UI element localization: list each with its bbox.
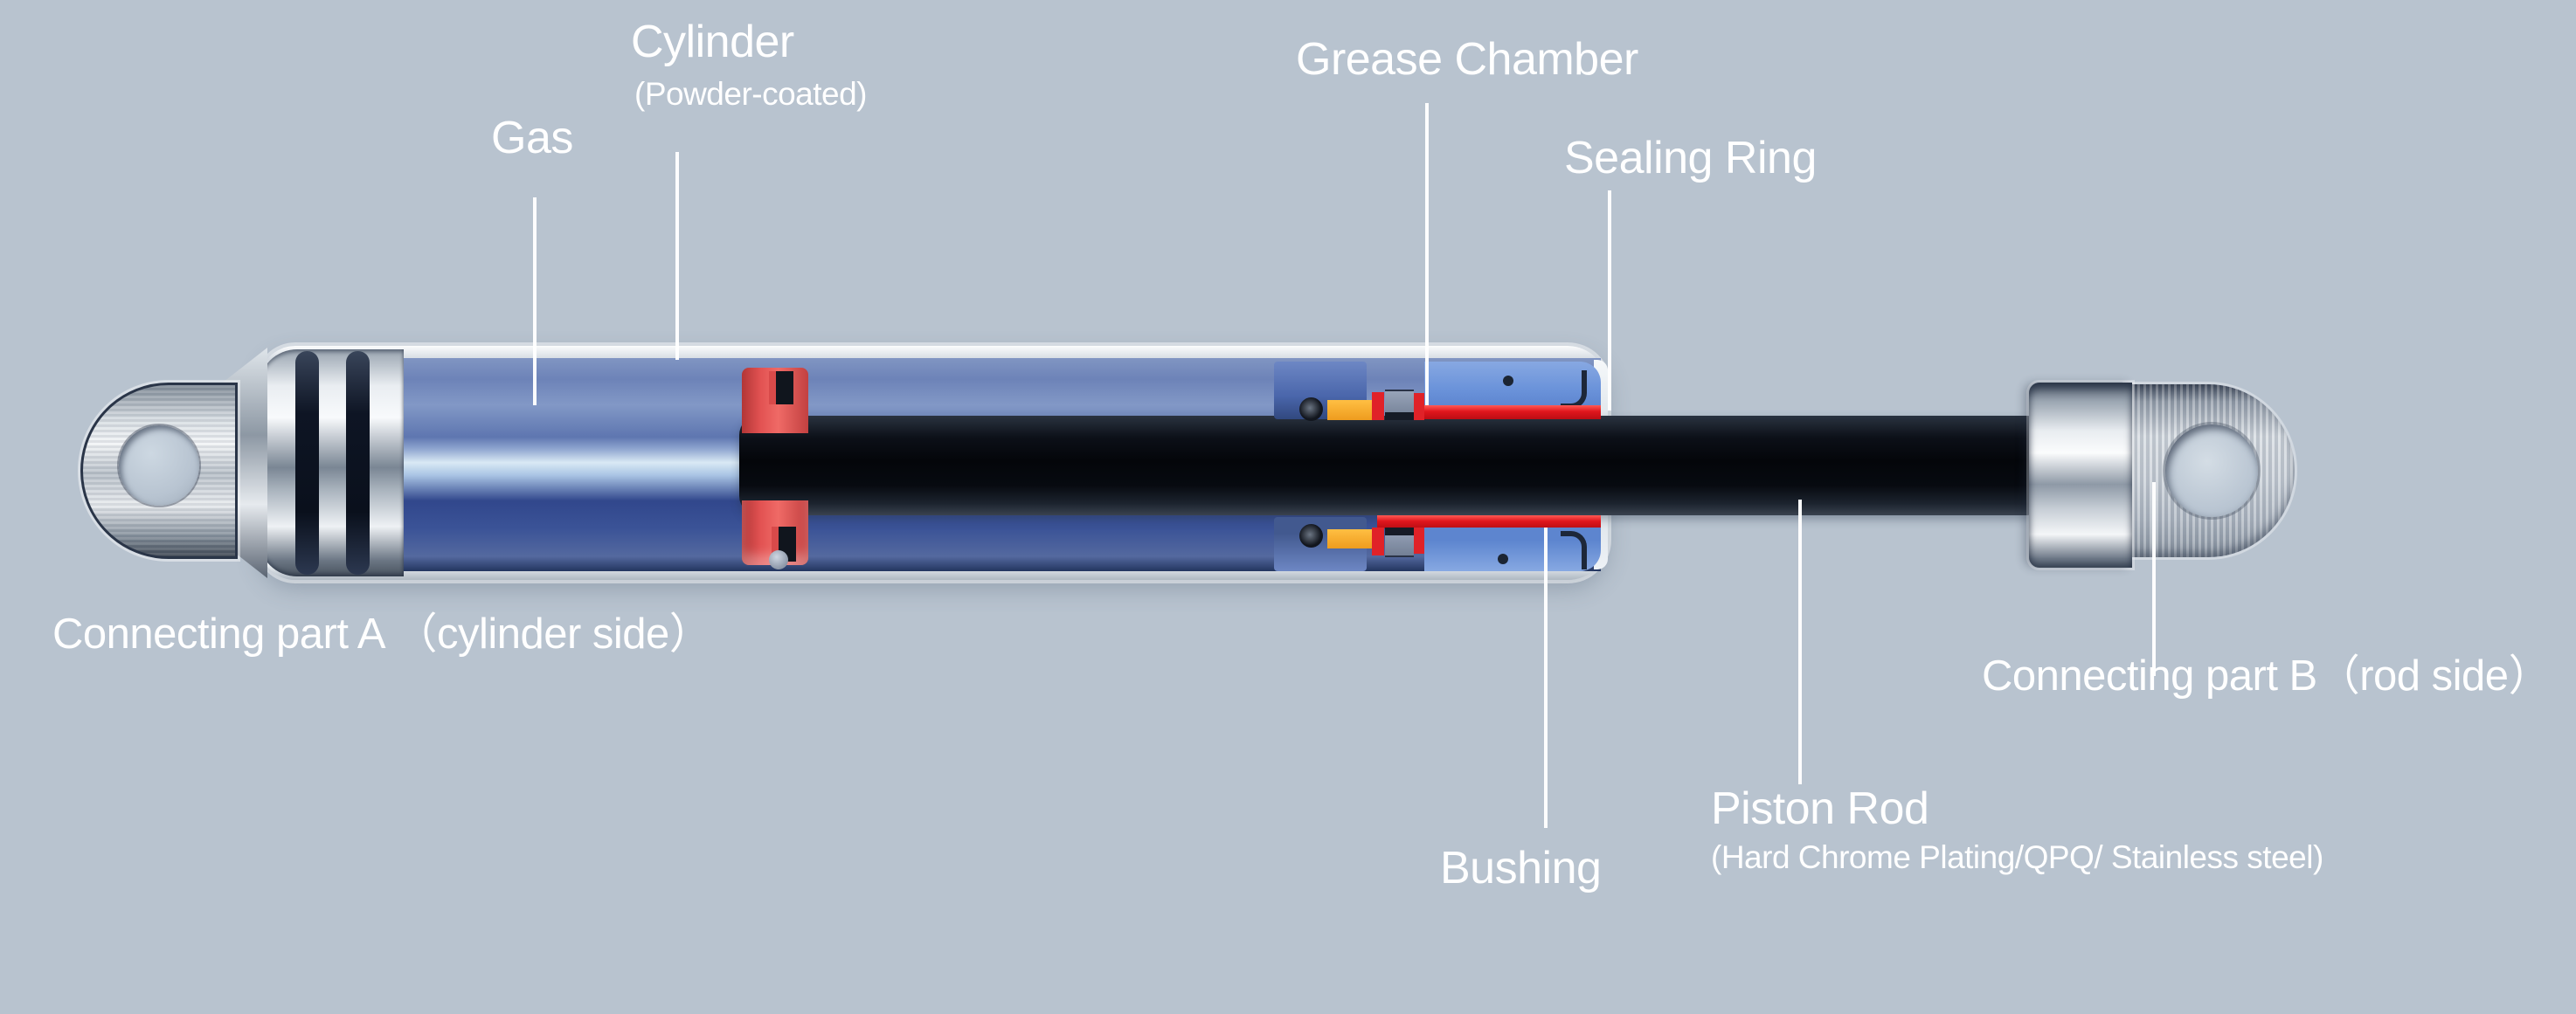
bushing-pin-lower	[1498, 554, 1508, 564]
end-cap-groove-1	[295, 351, 319, 575]
connecting-part-b-leader-line	[2152, 482, 2156, 676]
seal-cap-upper	[1372, 392, 1384, 420]
rod-collar	[2029, 383, 2132, 568]
seal-bar-lower	[1414, 528, 1424, 554]
grease-chamber-upper	[1327, 400, 1376, 420]
bushing-label: Bushing	[1440, 843, 1602, 893]
seal-carrier-upper	[1385, 390, 1414, 420]
piston-rod-leader-line	[1798, 500, 1802, 784]
retainer-hook-upper	[1561, 370, 1587, 409]
sealing-ring-leader-line	[1608, 190, 1611, 410]
cylinder-leader-line	[675, 152, 679, 360]
rod-seal-upper	[1424, 405, 1601, 419]
seal-bar-upper	[1414, 393, 1424, 420]
end-cap-groove-2	[346, 351, 370, 575]
oring-lower-1	[1299, 524, 1323, 548]
seal-cap-lower	[1372, 528, 1384, 555]
seal-carrier-lower	[1385, 528, 1414, 557]
piston-oring-slot-top	[769, 371, 793, 404]
sealing-ring-label: Sealing Ring	[1564, 133, 1817, 183]
eyelet-b-hole	[2165, 424, 2258, 517]
end-cap	[259, 349, 404, 576]
oring-upper-1	[1299, 397, 1323, 421]
rod-seal-lower	[1377, 515, 1601, 528]
connecting-part-b-label: Connecting part B（rod side）	[1982, 652, 2552, 700]
eyelet-a-hole	[119, 425, 199, 506]
piston-rod	[739, 416, 2039, 515]
piston-seal-stripe	[769, 371, 776, 404]
cylinder-sublabel: (Powder-coated)	[634, 76, 868, 112]
grease-chamber-label: Grease Chamber	[1296, 34, 1638, 85]
gas-leader-line	[533, 197, 537, 405]
piston-seal-stripe	[772, 527, 779, 562]
bushing-leader-line	[1544, 528, 1548, 828]
cylinder-label: Cylinder	[631, 17, 794, 67]
bushing-pin-upper	[1503, 376, 1513, 386]
piston-rod-label: Piston Rod	[1711, 783, 1929, 834]
retainer-hook-lower	[1561, 531, 1587, 569]
piston-ball-detail	[769, 550, 788, 569]
gas-label: Gas	[491, 113, 573, 163]
grease-chamber-leader-line	[1425, 103, 1429, 405]
piston-rod-sublabel: (Hard Chrome Plating/QPQ/ Stainless stee…	[1711, 839, 2323, 875]
connecting-part-a-label: Connecting part A （cylinder side）	[52, 610, 712, 658]
grease-chamber-lower	[1327, 529, 1376, 548]
